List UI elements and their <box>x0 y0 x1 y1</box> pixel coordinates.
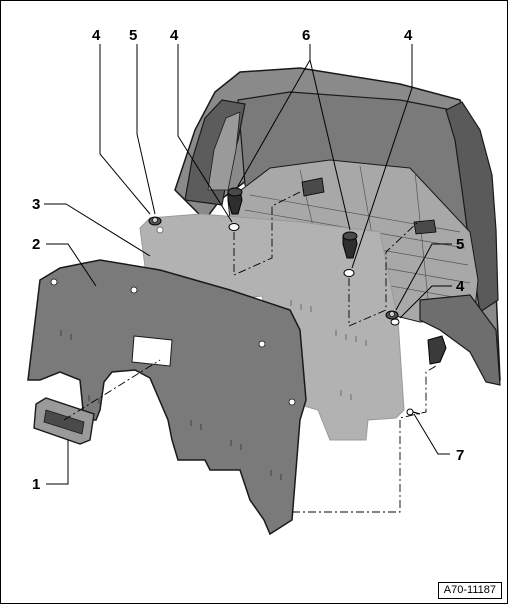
leader-6-right <box>309 59 351 231</box>
fastener-5-right <box>385 310 399 320</box>
outer-panel-hole-3 <box>258 340 266 348</box>
outer-panel-shape <box>27 259 307 536</box>
callout-labels: 4 5 4 6 4 3 2 5 4 7 1 <box>32 27 465 493</box>
callout-7: 7 <box>456 447 464 464</box>
callout-4-top-right: 4 <box>404 27 413 44</box>
leader-4d <box>399 285 452 319</box>
left-side-inner <box>207 111 241 191</box>
leader-5b <box>395 243 452 311</box>
callout-3: 3 <box>32 196 40 213</box>
fastener-4-mid-left <box>228 223 240 231</box>
fastener-6-left <box>227 187 243 215</box>
outer-panel-hole-4 <box>288 398 296 406</box>
floor-bracket-left <box>301 177 325 197</box>
callout-5-top-left: 5 <box>129 27 137 44</box>
callout-4-top-middle: 4 <box>170 27 179 44</box>
leader-lines <box>44 44 452 485</box>
figure-reference-number: A70-11187 <box>437 582 502 599</box>
leader-4b <box>177 44 233 223</box>
align-line-right-clip <box>348 221 419 327</box>
leader-2 <box>46 243 97 287</box>
fastener-5-left <box>148 216 162 226</box>
floor-bracket-right <box>413 219 437 235</box>
callout-2: 2 <box>32 236 40 253</box>
fasteners <box>148 187 421 416</box>
fastener-7 <box>406 408 421 416</box>
outer-panel-handle-opening <box>131 335 173 367</box>
leader-4a <box>99 44 151 215</box>
alignment-lines <box>63 189 437 513</box>
leader-3 <box>44 203 151 257</box>
callout-6-top: 6 <box>302 27 310 44</box>
leader-7 <box>413 413 450 455</box>
part-2-outer-panel <box>27 259 307 536</box>
callout-4-top-left: 4 <box>92 27 101 44</box>
align-line-screw <box>292 365 437 513</box>
grab-handle-recess <box>43 409 85 435</box>
rear-corner <box>419 294 501 386</box>
callout-4-right: 4 <box>456 278 465 295</box>
align-line-handle <box>63 359 161 421</box>
trunk-compartment <box>174 67 501 386</box>
fastener-6-right <box>342 231 358 259</box>
leader-1 <box>46 440 69 485</box>
callout-1: 1 <box>32 476 40 493</box>
fastener-4-mid-right <box>343 269 355 277</box>
fastener-4-right <box>390 318 400 326</box>
align-line-left-clip <box>233 189 305 276</box>
inner-panel-hole <box>156 226 164 234</box>
leader-5a <box>136 44 156 215</box>
outer-panel-hole-1 <box>50 278 58 286</box>
outer-panel-hole-2 <box>130 286 138 294</box>
latch-bracket <box>427 335 447 365</box>
outer-panel-texture <box>60 330 282 480</box>
callout-5-right: 5 <box>456 236 464 253</box>
part-1-grab-handle <box>33 397 95 445</box>
leader-4c <box>351 44 413 269</box>
right-side-trim <box>445 101 499 314</box>
